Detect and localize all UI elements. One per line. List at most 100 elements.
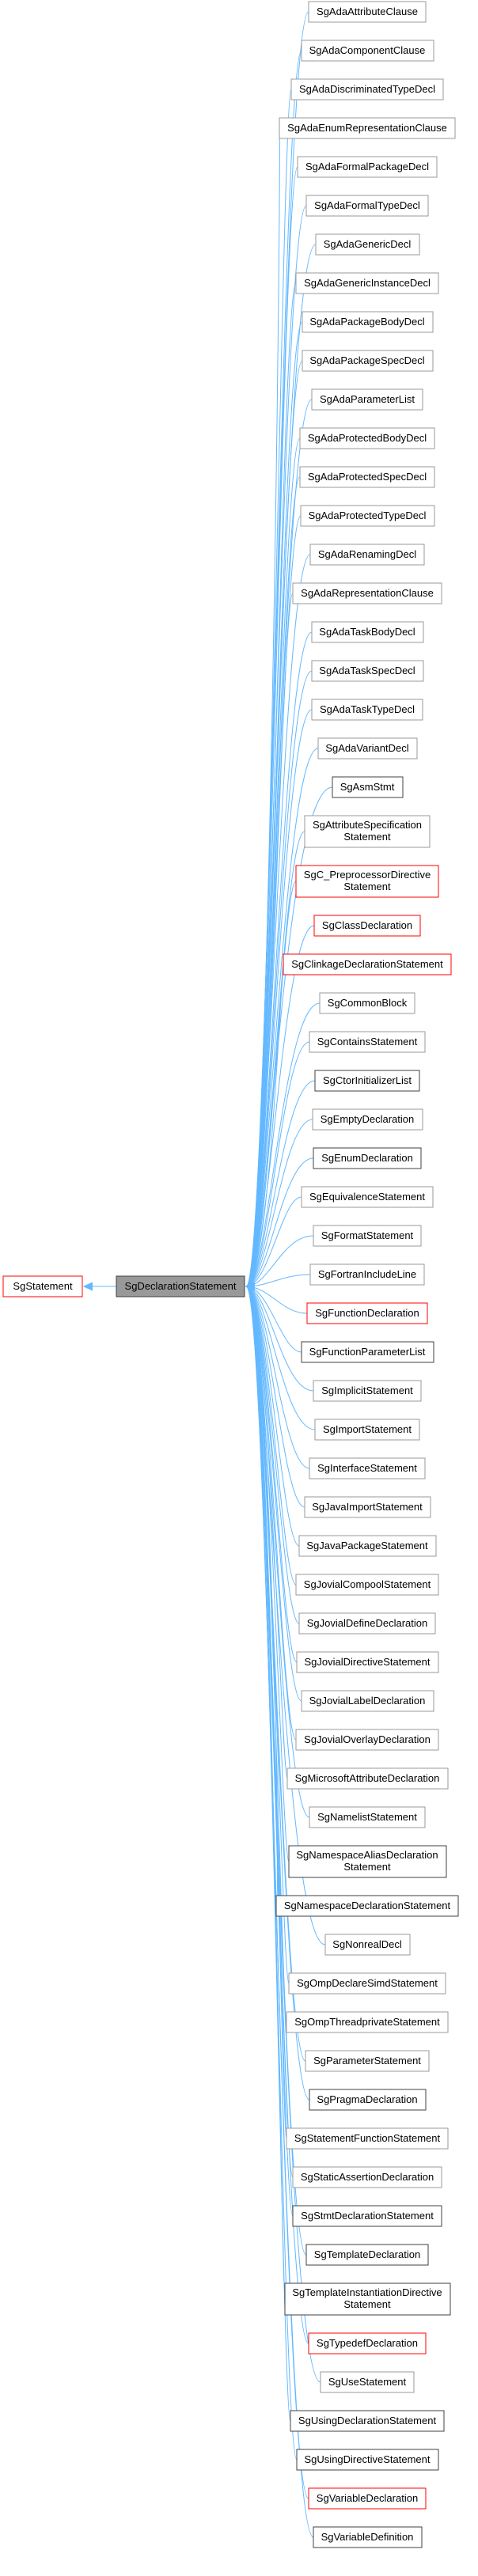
node-sgompthreadprivatestatement[interactable]: SgOmpThreadprivateStatement bbox=[286, 2011, 449, 2033]
node-sgadagenericdecl[interactable]: SgAdaGenericDecl bbox=[315, 233, 420, 256]
node-sgadaenumrepresentationclause[interactable]: SgAdaEnumRepresentationClause bbox=[279, 117, 456, 139]
node-label: SgJovialLabelDeclaration bbox=[309, 1695, 426, 1707]
node-label: SgUsingDirectiveStatement bbox=[305, 2453, 431, 2465]
inheritance-edge bbox=[246, 205, 307, 1286]
node-box bbox=[288, 1972, 446, 1995]
node-sgjovialoverlaydeclaration[interactable]: SgJovialOverlayDeclaration bbox=[295, 1729, 439, 1751]
node-sgjovialdefinedeclaration[interactable]: SgJovialDefineDeclaration bbox=[298, 1612, 436, 1635]
node-sgstmtdeclarationstatement[interactable]: SgStmtDeclarationStatement bbox=[292, 2205, 442, 2227]
node-sgstatement[interactable]: SgStatement bbox=[2, 1275, 83, 1297]
node-label: SgUseStatement bbox=[328, 2376, 407, 2388]
node-label: SgAdaEnumRepresentationClause bbox=[287, 122, 447, 134]
node-label: SgEmptyDeclaration bbox=[321, 1113, 415, 1125]
inheritance-edge bbox=[246, 1286, 300, 1624]
node-sgadataskbodydecl[interactable]: SgAdaTaskBodyDecl bbox=[311, 621, 424, 643]
node-box bbox=[332, 776, 404, 798]
node-sgdeclarationstatement[interactable]: SgDeclarationStatement bbox=[116, 1275, 245, 1297]
node-label: SgNamespaceAliasDeclaration bbox=[296, 1849, 438, 1861]
node-sgadaattributeclause[interactable]: SgAdaAttributeClause bbox=[308, 1, 427, 23]
node-box bbox=[300, 505, 435, 527]
node-sgadaprotectedtypedecl[interactable]: SgAdaProtectedTypeDecl bbox=[300, 505, 435, 527]
node-label: SgAttributeSpecification bbox=[313, 819, 422, 831]
node-label: SgAdaTaskSpecDecl bbox=[319, 665, 415, 676]
node-box bbox=[305, 2050, 430, 2072]
inheritance-edge bbox=[246, 1286, 316, 1430]
node-sgadarepresentationclause[interactable]: SgAdaRepresentationClause bbox=[292, 582, 442, 604]
node-sgjoviallabeldeclaration[interactable]: SgJovialLabelDeclaration bbox=[301, 1690, 434, 1712]
node-label: SgFunctionDeclaration bbox=[315, 1307, 419, 1319]
node-label: SgClinkageDeclarationStatement bbox=[291, 958, 443, 970]
node-label: SgPragmaDeclaration bbox=[317, 2093, 417, 2105]
node-sgclassdeclaration[interactable]: SgClassDeclaration bbox=[313, 915, 421, 937]
node-sgequivalencestatement[interactable]: SgEquivalenceStatement bbox=[301, 1186, 434, 1208]
node-label: SgAdaDiscriminatedTypeDecl bbox=[299, 83, 435, 95]
node-sgimplicitstatement[interactable]: SgImplicitStatement bbox=[313, 1380, 422, 1402]
node-sgjavaimportstatement[interactable]: SgJavaImportStatement bbox=[304, 1496, 431, 1518]
node-box bbox=[320, 2371, 415, 2393]
node-sgusingdeclarationstatement[interactable]: SgUsingDeclarationStatement bbox=[290, 2410, 445, 2432]
node-sgparameterstatement[interactable]: SgParameterStatement bbox=[305, 2050, 430, 2072]
node-sgemptydeclaration[interactable]: SgEmptyDeclaration bbox=[312, 1108, 423, 1131]
node-sgnonrealdecl[interactable]: SgNonrealDecl bbox=[324, 1934, 411, 1956]
node-sgasmstmt[interactable]: SgAsmStmt bbox=[332, 776, 404, 798]
node-sgstatementfunctionstatement[interactable]: SgStatementFunctionStatement bbox=[286, 2127, 449, 2150]
node-sginterfacestatement[interactable]: SgInterfaceStatement bbox=[309, 1457, 426, 1479]
node-sgfortranincludeline[interactable]: SgFortranIncludeLine bbox=[309, 1263, 425, 1286]
node-box bbox=[301, 1186, 434, 1208]
node-label: SgJavaImportStatement bbox=[312, 1501, 423, 1513]
node-sgadaprotectedspecdecl[interactable]: SgAdaProtectedSpecDecl bbox=[299, 466, 435, 488]
node-label: SgAdaProtectedBodyDecl bbox=[308, 432, 427, 444]
node-sgadavariantdecl[interactable]: SgAdaVariantDecl bbox=[317, 737, 418, 760]
node-sgadadiscriminatedtypedecl[interactable]: SgAdaDiscriminatedTypeDecl bbox=[290, 78, 444, 100]
node-label: SgAdaGenericInstanceDecl bbox=[304, 277, 431, 289]
node-sgfunctionparameterlist[interactable]: SgFunctionParameterList bbox=[301, 1341, 434, 1363]
node-sgadatasktypedecl[interactable]: SgAdaTaskTypeDecl bbox=[311, 699, 423, 721]
node-sgvariabledeclaration[interactable]: SgVariableDeclaration bbox=[308, 2487, 427, 2510]
node-sgpragmadeclaration[interactable]: SgPragmaDeclaration bbox=[309, 2089, 427, 2111]
node-sgtypedefdeclaration[interactable]: SgTypedefDeclaration bbox=[308, 2332, 427, 2354]
node-box bbox=[308, 1, 427, 23]
node-sgtemplateinstantiationdirectivestatement[interactable]: SgTemplateInstantiationDirectiveStatemen… bbox=[284, 2282, 451, 2316]
node-sgjavapackagestatement[interactable]: SgJavaPackageStatement bbox=[298, 1535, 437, 1557]
node-sgstaticassertiondeclaration[interactable]: SgStaticAssertionDeclaration bbox=[292, 2166, 442, 2188]
node-sgmicrosoftattributedeclaration[interactable]: SgMicrosoftAttributeDeclaration bbox=[286, 1767, 449, 1790]
node-box bbox=[313, 2526, 423, 2548]
node-box bbox=[313, 1147, 422, 1169]
node-sgtemplatedeclaration[interactable]: SgTemplateDeclaration bbox=[305, 2244, 429, 2266]
node-sgusingdirectivestatement[interactable]: SgUsingDirectiveStatement bbox=[296, 2449, 439, 2471]
node-sgfunctiondeclaration[interactable]: SgFunctionDeclaration bbox=[306, 1302, 428, 1324]
node-sgenumdeclaration[interactable]: SgEnumDeclaration bbox=[313, 1147, 422, 1169]
node-sgformatstatement[interactable]: SgFormatStatement bbox=[313, 1225, 422, 1247]
inheritance-edge bbox=[246, 1041, 310, 1286]
node-sgadagenericinstancedecl[interactable]: SgAdaGenericInstanceDecl bbox=[295, 272, 439, 294]
node-sgadacomponentclause[interactable]: SgAdaComponentClause bbox=[301, 40, 434, 62]
node-sgadaprotectedbodydecl[interactable]: SgAdaProtectedBodyDecl bbox=[299, 427, 435, 449]
node-sgctorinitializerlist[interactable]: SgCtorInitializerList bbox=[314, 1070, 420, 1092]
node-sgadaformaltypedecl[interactable]: SgAdaFormalTypeDecl bbox=[305, 195, 429, 217]
node-box bbox=[309, 2089, 427, 2111]
node-box bbox=[299, 427, 435, 449]
node-sgcontainsstatement[interactable]: SgContainsStatement bbox=[309, 1031, 426, 1053]
node-sgadataskspecdecl[interactable]: SgAdaTaskSpecDecl bbox=[311, 660, 424, 682]
node-sgimportstatement[interactable]: SgImportStatement bbox=[314, 1419, 420, 1441]
node-sgadaformalpackagedecl[interactable]: SgAdaFormalPackageDecl bbox=[297, 156, 438, 178]
node-sgjovialcompoolstatement[interactable]: SgJovialCompoolStatement bbox=[295, 1574, 439, 1596]
node-sgusestatement[interactable]: SgUseStatement bbox=[320, 2371, 415, 2393]
node-sgjovialdirectivestatement[interactable]: SgJovialDirectiveStatement bbox=[296, 1651, 439, 1673]
node-sgadapackagespecdecl[interactable]: SgAdaPackageSpecDecl bbox=[302, 350, 434, 372]
node-sgcommonblock[interactable]: SgCommonBlock bbox=[319, 992, 415, 1014]
inheritance-edge bbox=[246, 1286, 310, 2101]
node-sgadapackagebodydecl[interactable]: SgAdaPackageBodyDecl bbox=[302, 311, 434, 333]
node-sgclinkagedeclarationstatement[interactable]: SgClinkageDeclarationStatement bbox=[283, 953, 452, 975]
node-sgnamespacedeclarationstatement[interactable]: SgNamespaceDeclarationStatement bbox=[275, 1895, 459, 1917]
node-sgvariabledefinition[interactable]: SgVariableDefinition bbox=[313, 2526, 423, 2548]
node-sgadarenamingdecl[interactable]: SgAdaRenamingDecl bbox=[309, 544, 425, 566]
node-sgadaparameterlist[interactable]: SgAdaParameterList bbox=[311, 388, 423, 411]
node-sgompdeclaresimdstatement[interactable]: SgOmpDeclareSimdStatement bbox=[288, 1972, 446, 1995]
node-sgnameliststatement[interactable]: SgNamelistStatement bbox=[309, 1806, 426, 1828]
node-box bbox=[311, 699, 423, 721]
